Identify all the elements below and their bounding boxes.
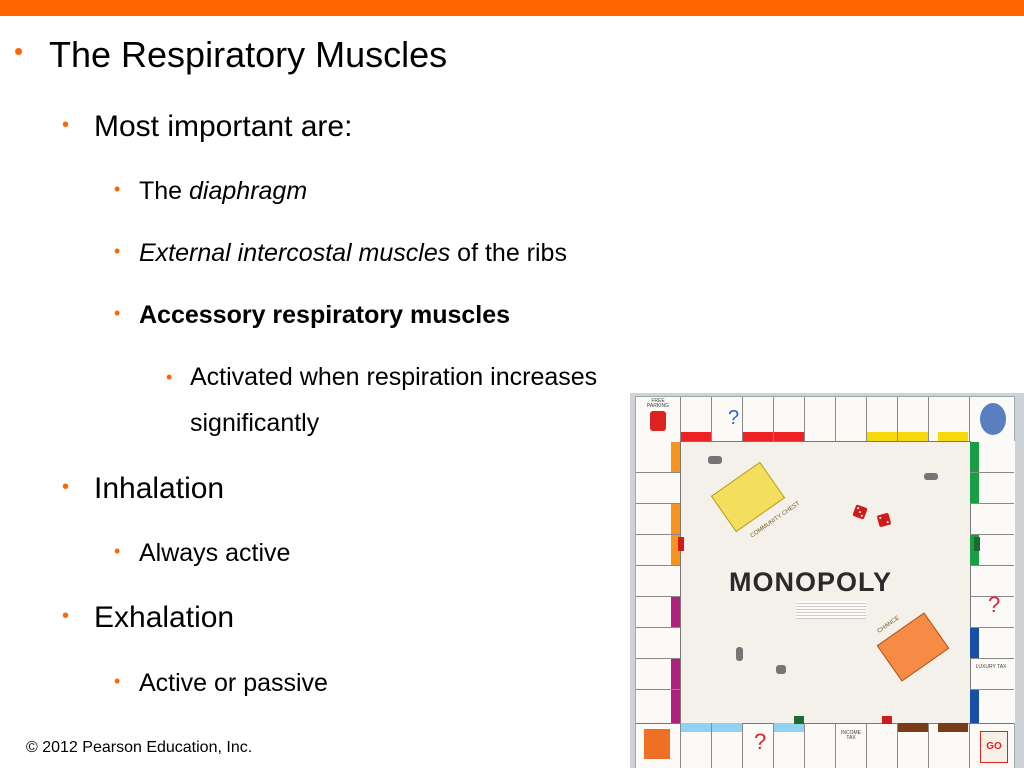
die-icon [876, 512, 892, 528]
bullet: • [62, 114, 70, 136]
bullet-text: Most important are: [94, 110, 353, 143]
bullet: • [114, 241, 121, 261]
bullet-text: Active or passive [139, 669, 328, 697]
parking-car-icon [650, 411, 666, 431]
bullet: • [62, 605, 70, 627]
monopoly-board-image: FREE PARKING GO INCOME TAX LUXURY TAX ? … [630, 393, 1024, 768]
bullet-text: Accessory respiratory muscles [139, 301, 511, 329]
go-label: GO [986, 741, 1002, 752]
bullet: • [166, 367, 173, 387]
house-piece [974, 537, 980, 551]
bullet: • [114, 303, 121, 323]
bullet-text-line1: Activated when respiration increases [190, 363, 598, 391]
jail-icon [644, 729, 670, 759]
game-token-icon [776, 665, 786, 674]
free-parking-label: FREE PARKING [646, 398, 670, 409]
luxury-tax-label: LUXURY TAX [975, 664, 1007, 670]
chance-question-icon: ? [988, 592, 1001, 617]
game-token-icon [924, 473, 938, 480]
hotel-piece [882, 716, 892, 724]
external-intercostal-suffix: of the ribs [450, 239, 567, 267]
diaphragm-prefix: The [139, 177, 190, 205]
bullet-text: Exhalation [94, 601, 235, 634]
fine-print [796, 601, 866, 619]
go-corner: GO [980, 731, 1008, 763]
diaphragm-term: diaphragm [189, 177, 308, 205]
monopoly-logo: MONOPOLY [729, 567, 893, 597]
hotel-piece [678, 537, 684, 551]
bullet-text: Always active [139, 539, 291, 567]
bullet: • [62, 476, 70, 498]
die-icon [852, 504, 868, 520]
house-piece [794, 716, 804, 724]
bullet: • [114, 179, 121, 199]
chance-question-icon: ? [754, 729, 767, 754]
game-token-icon [736, 647, 743, 661]
bullet-text: Inhalation [94, 472, 225, 505]
top-accent-bar [0, 0, 1024, 16]
slide-title: The Respiratory Muscles [49, 34, 448, 75]
bullet-text: The diaphragm [139, 177, 307, 206]
go-to-jail-icon [980, 403, 1006, 435]
game-token-icon [708, 456, 722, 464]
copyright-footer: © 2012 Pearson Education, Inc. [26, 739, 253, 756]
board: FREE PARKING GO INCOME TAX LUXURY TAX ? … [636, 397, 1015, 768]
bullet: • [114, 541, 121, 561]
bullet-text-line2: significantly [190, 409, 320, 437]
chance-question-icon: ? [728, 407, 740, 429]
bullet-text: External intercostal muscles of the ribs [139, 239, 567, 268]
external-intercostal-term: External intercostal muscles [139, 239, 451, 267]
bullet: • [114, 671, 121, 691]
income-tax-label: INCOME TAX [841, 730, 861, 741]
bullet: • [14, 36, 24, 66]
